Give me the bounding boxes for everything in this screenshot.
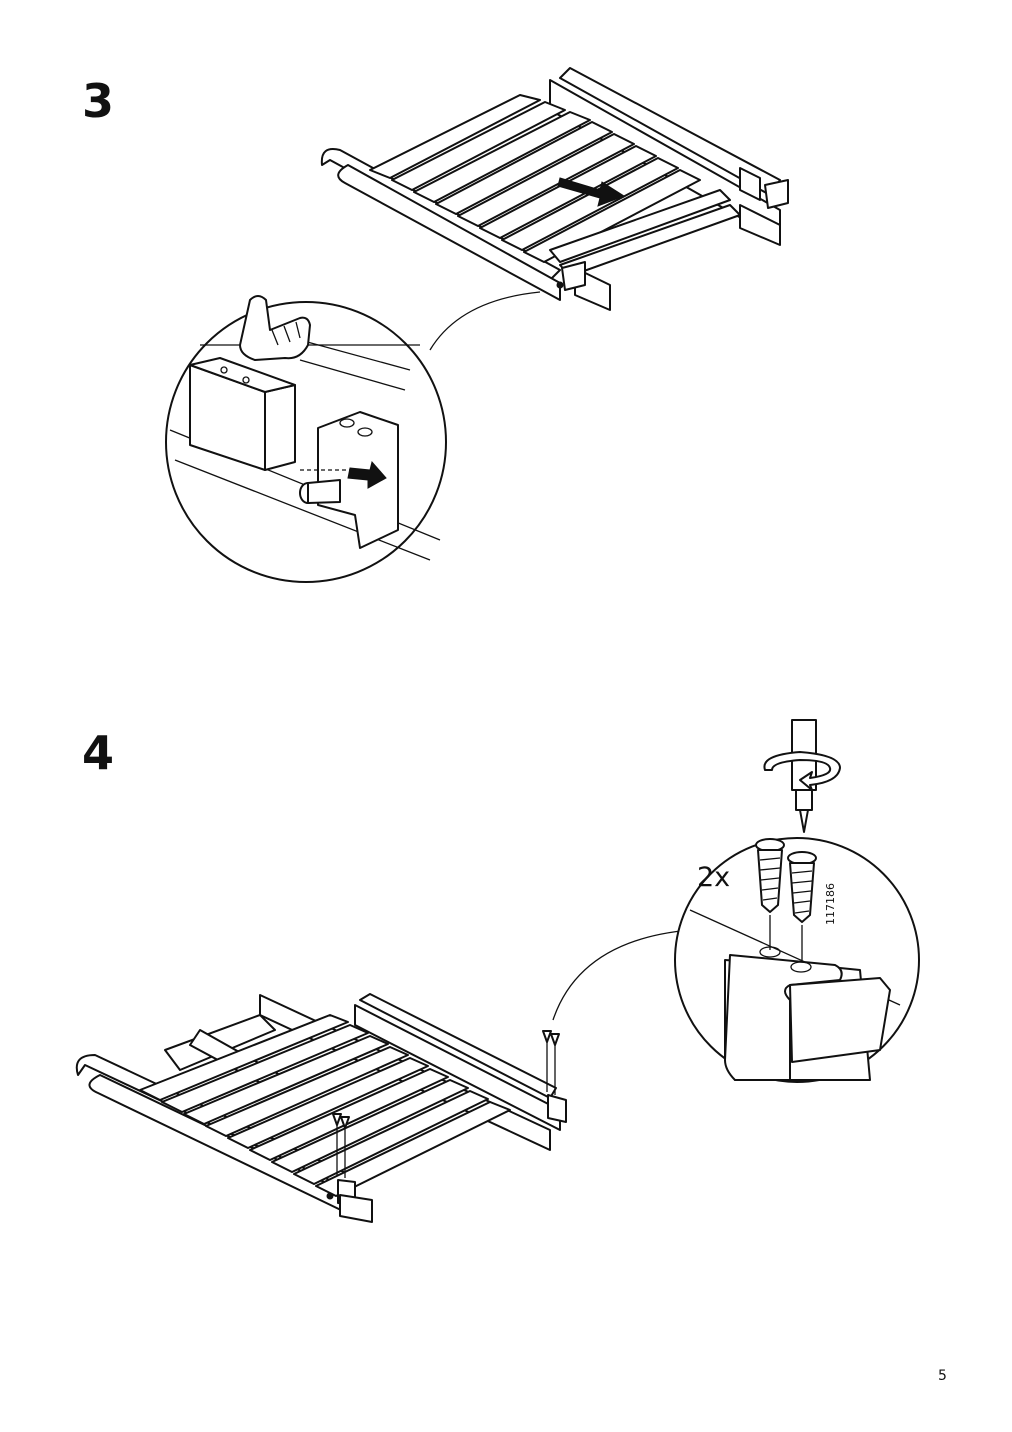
chair-seat-frame-step4 bbox=[75, 993, 567, 1223]
step-3-number: 3 bbox=[82, 74, 115, 128]
arrow-pull-icon bbox=[557, 177, 626, 207]
detail-callout-step3 bbox=[165, 291, 541, 583]
step-4-number: 4 bbox=[82, 726, 115, 780]
page-number: 5 bbox=[938, 1368, 947, 1384]
hand-pointing-icon bbox=[239, 295, 311, 361]
chair-seat-frame-step3 bbox=[320, 67, 789, 311]
screw-icon bbox=[755, 838, 817, 962]
quantity-label: 2x bbox=[697, 862, 731, 893]
part-number-label: 117186 bbox=[824, 883, 837, 925]
detail-callout-step4 bbox=[552, 837, 920, 1083]
screwdriver-rotate-icon bbox=[763, 719, 841, 833]
